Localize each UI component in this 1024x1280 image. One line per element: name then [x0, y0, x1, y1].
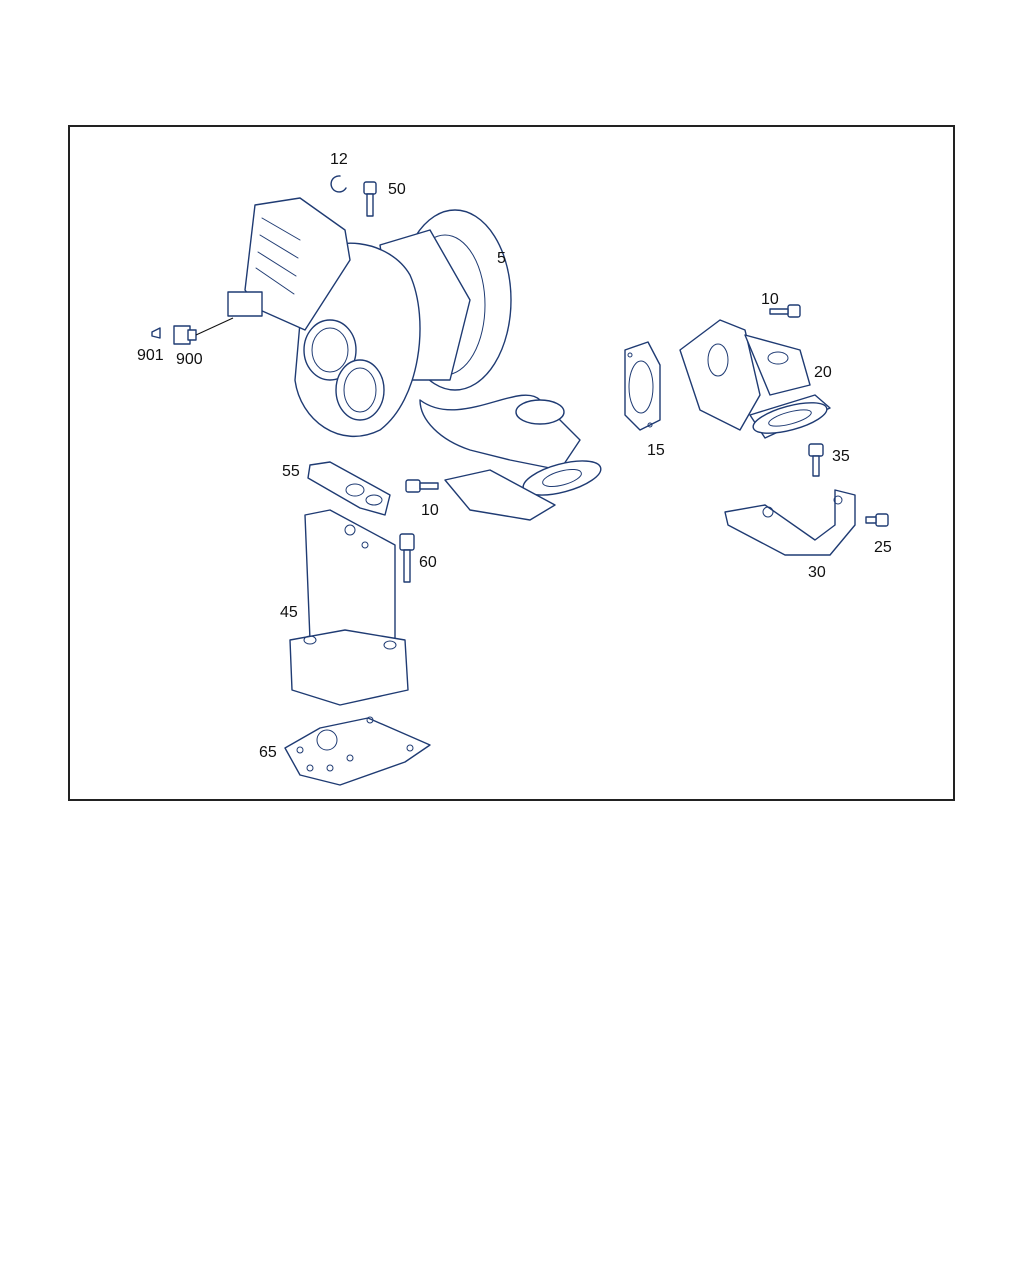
bolt-part-25[interactable] — [865, 513, 889, 527]
callout-15: 15 — [647, 442, 665, 459]
diagram-frame — [68, 125, 955, 801]
gasket-part-15[interactable] — [624, 341, 661, 431]
callout-60: 60 — [419, 554, 437, 571]
callout-10-upper: 10 — [761, 291, 779, 308]
callout-50: 50 — [388, 181, 406, 198]
callout-25: 25 — [874, 539, 892, 556]
callout-10-lower: 10 — [421, 502, 439, 519]
mounting-bracket-part-45[interactable] — [289, 509, 409, 706]
callout-55: 55 — [282, 463, 300, 480]
callout-20: 20 — [814, 364, 832, 381]
circlip-part[interactable] — [330, 175, 347, 193]
callout-12: 12 — [330, 151, 348, 168]
connector-part[interactable] — [151, 317, 234, 345]
bolt-part-10-upper[interactable] — [769, 304, 801, 318]
callout-901: 901 — [137, 347, 164, 364]
callout-35: 35 — [832, 448, 850, 465]
callout-5: 5 — [497, 250, 506, 267]
gasket-plate-part-55[interactable] — [307, 461, 391, 516]
turbocharger-part[interactable] — [227, 197, 604, 521]
callout-30: 30 — [808, 564, 826, 581]
bolt-part-35[interactable] — [808, 443, 824, 477]
callout-45: 45 — [280, 604, 298, 621]
bolt-part-50[interactable] — [363, 181, 377, 217]
gasket-part-65[interactable] — [284, 716, 431, 786]
bolt-part-60[interactable] — [399, 533, 415, 583]
bolt-part-10-lower[interactable] — [405, 479, 439, 493]
callout-900: 900 — [176, 351, 203, 368]
exhaust-flange-part[interactable] — [679, 319, 831, 439]
bracket-part-30[interactable] — [724, 489, 856, 556]
callout-65: 65 — [259, 744, 277, 761]
